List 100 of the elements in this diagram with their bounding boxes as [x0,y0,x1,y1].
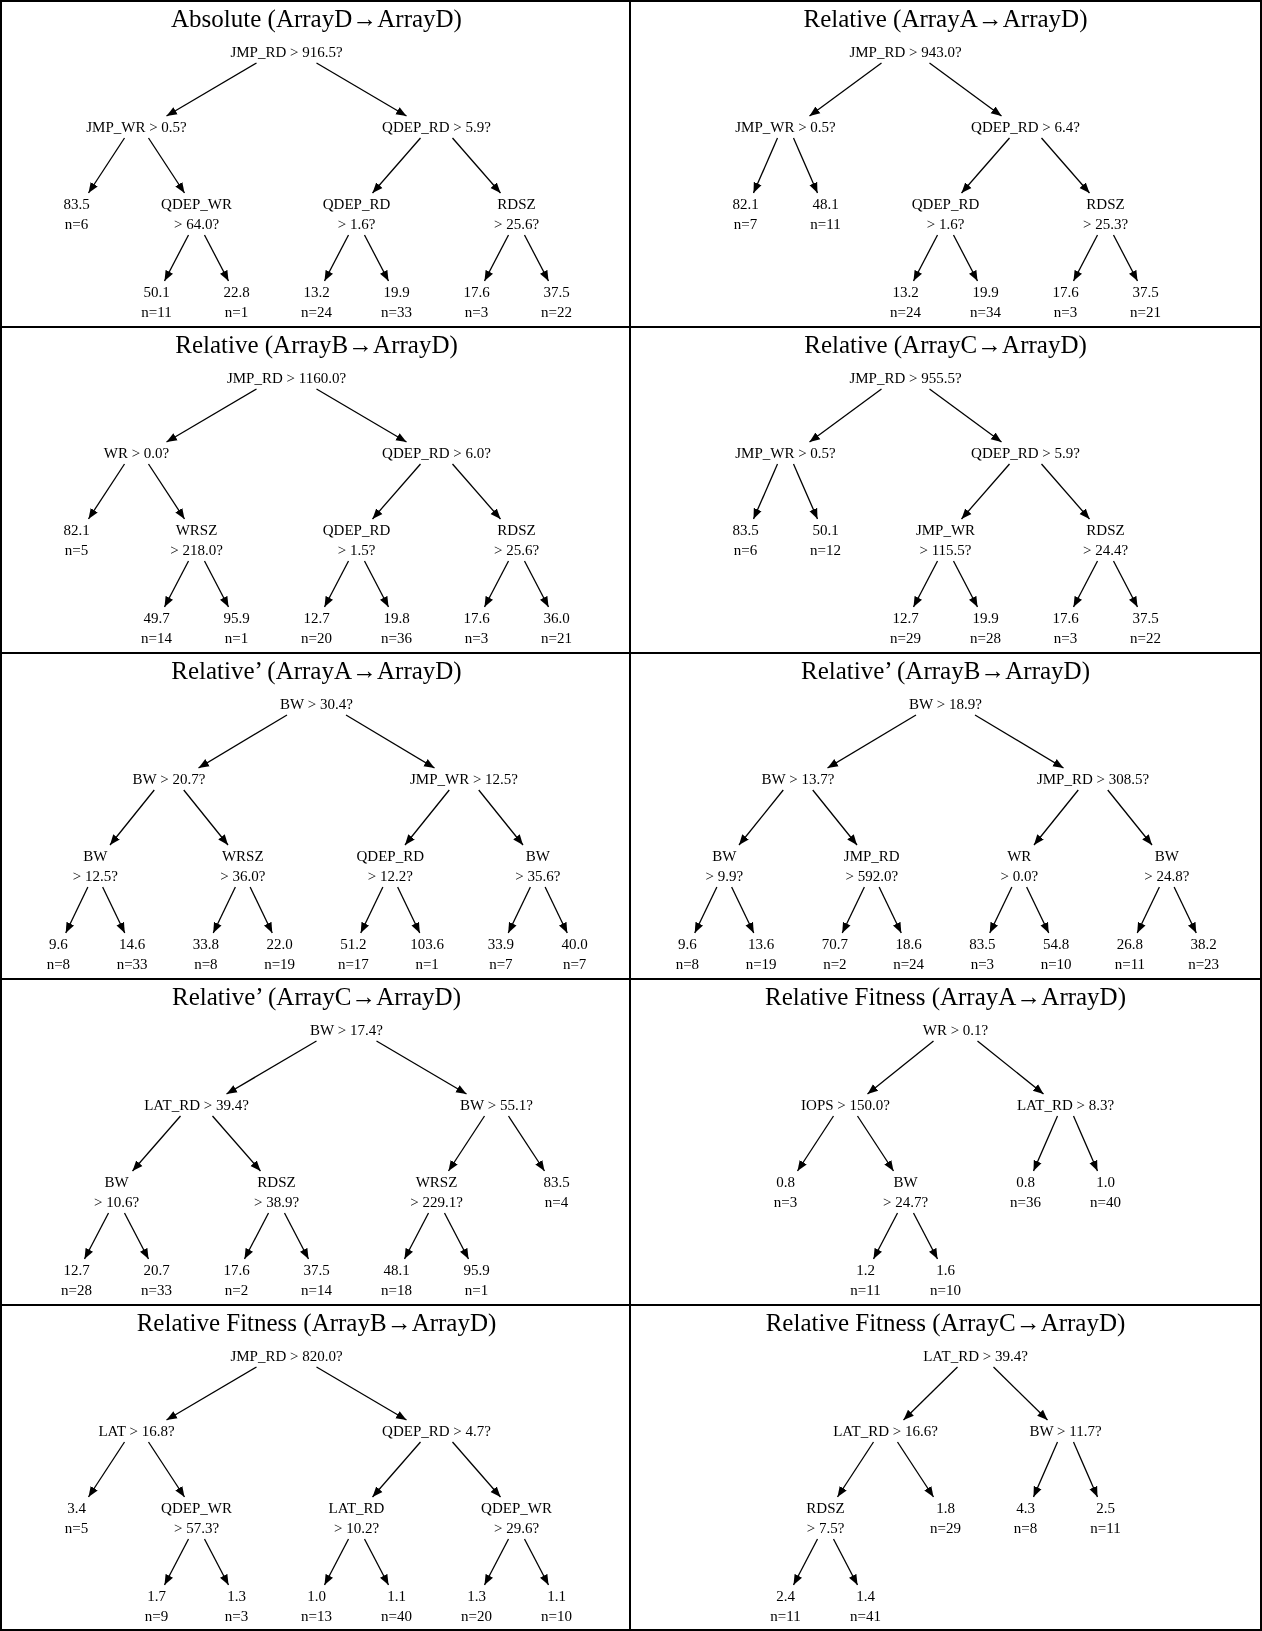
leaf-value: 17.6 n=3 [463,282,490,322]
arrow [1033,789,1079,846]
leaf-value: 40.0 n=7 [561,934,588,974]
arrow [165,62,258,117]
arrow [147,463,186,520]
split-condition: JMP_RD > 592.0? [843,846,900,886]
arrow [1112,560,1139,608]
arrow [203,1538,230,1586]
arrow [197,714,288,769]
arrow [371,463,422,520]
arrow [878,886,902,934]
split-condition: BW > 24.8? [1144,846,1190,886]
leaf-value: 83.5 n=6 [732,520,759,560]
split-condition: JMP_RD > 308.5? [1036,769,1150,789]
split-condition: QDEP_WR > 57.3? [161,1498,232,1538]
split-condition: RDSZ > 24.4? [1082,520,1129,560]
leaf-value: 37.5 n=14 [301,1260,332,1300]
split-condition: RDSZ > 25.6? [493,520,540,560]
split-condition: QDEP_RD > 1.6? [911,194,980,234]
arrow [360,886,384,934]
panel-title: Relative’ (ArrayC→ArrayD) [172,983,461,1011]
arrow [123,1212,150,1260]
panel-title: Relative (ArrayA→ArrayD) [803,5,1088,33]
leaf-value: 1.1 n=10 [541,1586,572,1626]
arrow [752,463,779,520]
leaf-value: 12.7 n=28 [61,1260,92,1300]
leaf-value: 13.6 n=19 [745,934,777,974]
tree-panel [629,0,1262,328]
split-condition: JMP_RD > 916.5? [230,42,343,62]
split-condition: JMP_WR > 12.5? [410,769,518,789]
split-condition: WR > 0.0? [1000,846,1039,886]
arrow [928,388,1003,443]
arrow [203,560,230,608]
arrow [165,1366,258,1421]
split-condition: JMP_RD > 955.5? [849,368,962,388]
split-condition: LAT_RD > 10.2? [328,1498,385,1538]
leaf-value: 1.3 n=3 [224,1586,249,1626]
arrow [836,1441,875,1498]
leaf-value: 9.6 n=8 [46,934,71,974]
arrow [225,1040,318,1095]
arrow [912,560,939,608]
leaf-value: 0.8 n=36 [1010,1172,1041,1212]
leaf-value: 51.2 n=17 [337,934,369,974]
arrow [87,463,126,520]
arrow [544,886,568,934]
split-condition: JMP_RD > 820.0? [230,1346,343,1366]
arrow [792,137,819,194]
split-condition: BW > 30.4? [280,694,353,714]
split-condition: JMP_RD > 943.0? [849,42,962,62]
arrow [866,1040,935,1095]
split-condition: QDEP_WR > 29.6? [481,1498,552,1538]
leaf-value: 2.4 n=11 [770,1586,801,1626]
split-condition: LAT_RD > 16.6? [833,1421,938,1441]
leaf-value: 70.7 n=2 [821,934,848,974]
arrow [203,234,230,282]
panel-title: Relative Fitness (ArrayC→ArrayD) [765,1309,1126,1337]
arrow [976,1040,1045,1095]
arrow [165,388,258,443]
leaf-value: 17.6 n=3 [463,608,490,648]
leaf-value: 17.6 n=3 [1052,282,1079,322]
split-condition: WR > 0.0? [103,443,170,463]
leaf-value: 95.9 n=1 [223,608,250,648]
arrow [315,62,408,117]
arrow [952,234,979,282]
split-condition: RDSZ > 25.3? [1082,194,1129,234]
leaf-value: 1.3 n=20 [461,1586,492,1626]
arrow [974,714,1065,769]
arrow [83,1212,110,1260]
arrow [363,234,390,282]
arrow [65,886,89,934]
leaf-value: 82.1 n=5 [63,520,90,560]
arrow [109,789,155,846]
leaf-value: 1.0 n=40 [1090,1172,1121,1212]
arrow [483,1538,510,1586]
split-condition: WR > 0.1? [922,1020,989,1040]
leaf-value: 83.5 n=6 [63,194,90,234]
arrow [315,1366,408,1421]
leaf-value: 49.7 n=14 [141,608,172,648]
arrow [832,1538,859,1586]
split-condition: JMP_WR > 115.5? [915,520,976,560]
arrow [363,560,390,608]
split-condition: LAT_RD > 39.4? [923,1346,1028,1366]
arrow [1026,886,1050,934]
split-condition: BW > 13.7? [761,769,835,789]
leaf-value: 19.9 n=28 [970,608,1001,648]
arrow [323,1538,350,1586]
leaf-value: 83.5 n=4 [543,1172,570,1212]
arrow [826,714,917,769]
leaf-value: 22.0 n=19 [264,934,296,974]
arrow [1072,1441,1099,1498]
arrow [131,1115,182,1172]
arrow [738,789,784,846]
split-condition: QDEP_RD > 5.9? [971,443,1080,463]
tree-panel [629,1304,1262,1631]
leaf-value: 48.1 n=11 [810,194,841,234]
leaf-value: 13.2 n=24 [301,282,332,322]
leaf-value: 48.1 n=18 [381,1260,412,1300]
split-condition: QDEP_RD > 1.6? [322,194,391,234]
leaf-value: 4.3 n=8 [1013,1498,1038,1538]
arrow [694,886,718,934]
